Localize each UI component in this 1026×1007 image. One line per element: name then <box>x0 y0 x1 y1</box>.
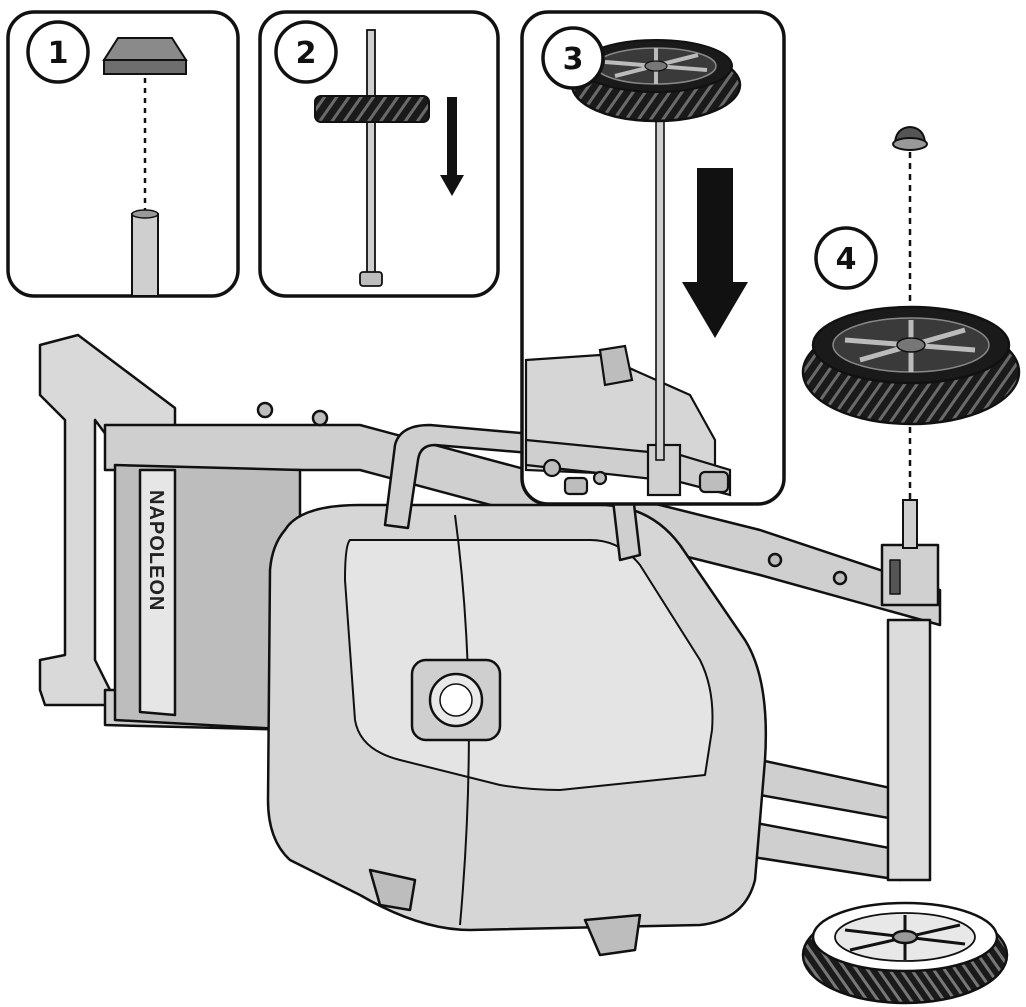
step-1-wheel-cap <box>102 37 188 61</box>
step-4-exploded-view: 4 <box>801 125 1021 549</box>
rail-bolt <box>767 552 783 568</box>
step-2-wheel <box>314 95 430 123</box>
step-4-axle-stub <box>902 499 918 549</box>
axle-bracket-slot <box>889 559 901 595</box>
grill-cart: NAPOLEON <box>38 333 942 957</box>
step-4-number-badge <box>814 226 878 290</box>
cart-leg-right <box>583 913 642 957</box>
step-3-panel: 3 <box>520 10 786 506</box>
brand-text: NAPOLEON <box>145 490 167 611</box>
step-1-number: 1 <box>48 36 69 71</box>
rail-bolt <box>832 570 848 586</box>
step-2-frame <box>258 10 500 298</box>
step-2-panel: 2 <box>258 10 500 298</box>
step-2-down-arrow <box>440 97 464 196</box>
rail-bolt <box>256 401 274 419</box>
installed-wheel <box>801 901 1009 1005</box>
step-3-wheel-center <box>644 60 668 72</box>
cart-leg-left <box>368 868 417 912</box>
step-2-number-badge <box>274 20 338 84</box>
cart-right-post <box>886 618 932 882</box>
step-4-wheel-cap-base <box>892 137 928 151</box>
installed-wheel-cap <box>891 929 919 945</box>
step-1-number-badge <box>26 20 90 84</box>
step-1-frame <box>6 10 240 298</box>
step-3-axle-rod <box>655 99 665 461</box>
step-4-wheel-center <box>896 337 926 353</box>
step-3-down-arrow <box>682 168 748 338</box>
rail-bolt <box>311 409 329 427</box>
temperature-gauge-face <box>439 683 473 717</box>
cart-lower-rail <box>738 818 902 882</box>
step-2-axle-head <box>359 271 383 287</box>
step-3-number: 3 <box>563 42 584 77</box>
step-4-number: 4 <box>836 242 857 277</box>
step-3-cart-detail <box>524 344 732 497</box>
step-1-axle-top <box>131 209 159 219</box>
step-1-axle <box>131 213 159 297</box>
step-2-axle-rod <box>366 29 376 275</box>
step-3-number-badge <box>541 26 605 90</box>
step-1-panel: 1 <box>6 10 240 298</box>
grill-lid-handle <box>383 423 642 562</box>
step-2-number: 2 <box>296 36 317 71</box>
step-1-wheel-cap-base <box>103 59 187 75</box>
cart-side-panel <box>138 468 177 717</box>
